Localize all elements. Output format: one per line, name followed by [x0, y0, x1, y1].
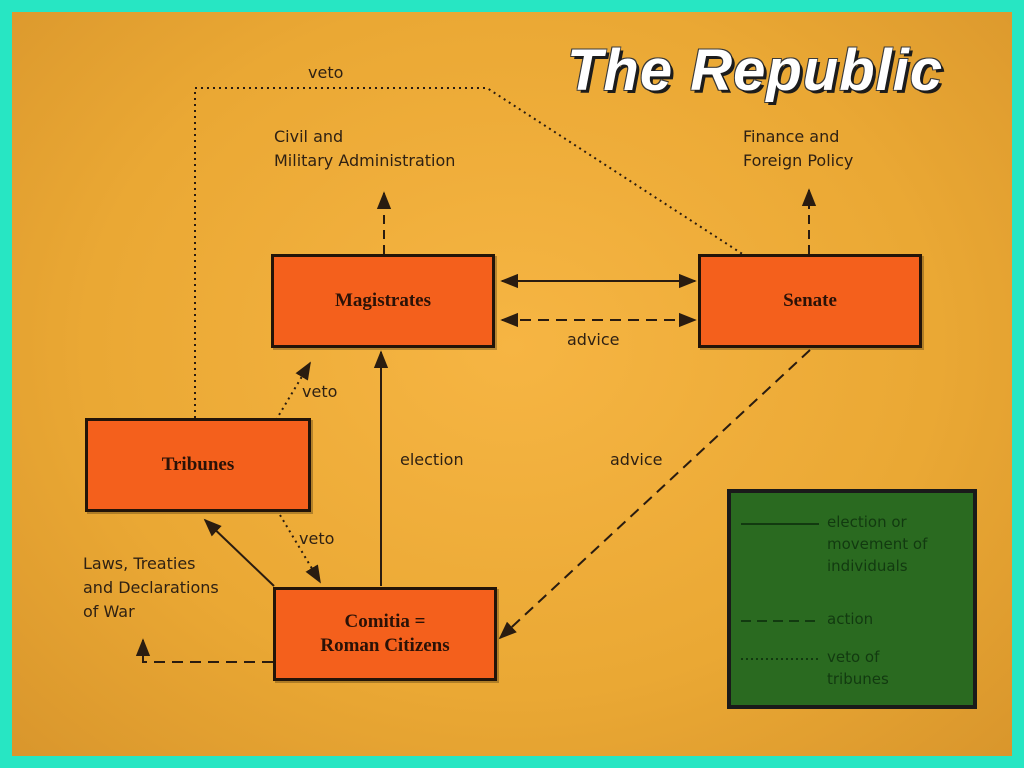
- advice-diag-label: advice: [610, 450, 663, 469]
- laws-treaties-label: Laws, Treaties and Declarations of War: [83, 552, 219, 624]
- tribunes-veto-comitia-arrow: [279, 514, 321, 584]
- tribunes-label: Tribunes: [161, 454, 235, 475]
- civil-line-1: Civil and: [274, 127, 344, 146]
- tribunes-veto-magistrates-arrow: [275, 361, 311, 421]
- senate-label: Senate: [783, 290, 837, 311]
- comitia-tribunes-arrow: [203, 518, 275, 587]
- legend-election-text: election or movement of individuals: [827, 511, 927, 577]
- veto-tribunes-senate-line: [194, 87, 745, 418]
- veto-top-label: veto: [308, 63, 344, 82]
- legend-election-line-1: election or: [827, 513, 907, 531]
- page-title: The Republic: [567, 38, 944, 103]
- magistrates-label: Magistrates: [334, 290, 432, 311]
- laws-line-2: and Declarations: [83, 578, 219, 597]
- finance-line-2: Foreign Policy: [743, 151, 854, 170]
- laws-line-1: Laws, Treaties: [83, 554, 196, 573]
- comitia-laws-arrow: [135, 638, 273, 663]
- legend-action-text: action: [827, 610, 874, 628]
- legend-veto-line-1: veto of: [827, 648, 880, 666]
- finance-foreign-label: Finance and Foreign Policy: [743, 125, 853, 173]
- senate-box: Senate: [698, 254, 922, 348]
- finance-line-1: Finance and: [743, 127, 840, 146]
- magistrates-box: Magistrates: [271, 254, 495, 348]
- comitia-label-line-2: Roman Citizens: [320, 635, 450, 656]
- veto-tribunes-comitia-label: veto: [299, 529, 335, 548]
- legend-dotted-line: [741, 658, 819, 660]
- advice-mid-label: advice: [567, 330, 620, 349]
- slide: The Republic: [12, 12, 1012, 756]
- civil-line-2: Military Administration: [274, 151, 456, 170]
- legend-election-line-3: individuals: [827, 557, 908, 575]
- legend-dashed-line: [741, 620, 819, 622]
- laws-line-3: of War: [83, 602, 135, 621]
- legend-veto-text: veto of tribunes: [827, 646, 889, 690]
- legend: election or movement of individuals acti…: [727, 489, 977, 709]
- civil-military-label: Civil and Military Administration: [274, 125, 455, 173]
- comitia-label-line-1: Comitia =: [344, 611, 426, 632]
- legend-solid-line: [741, 523, 819, 525]
- senate-advice-comitia-arrow: [498, 349, 811, 640]
- comitia-box: Comitia = Roman Citizens: [273, 587, 497, 681]
- veto-tribunes-magistrates-label: veto: [302, 382, 338, 401]
- election-label: election: [400, 450, 464, 469]
- legend-election-line-2: movement of: [827, 535, 928, 553]
- tribunes-box: Tribunes: [85, 418, 311, 512]
- connector-layer: [135, 87, 817, 663]
- legend-veto-line-2: tribunes: [827, 670, 889, 688]
